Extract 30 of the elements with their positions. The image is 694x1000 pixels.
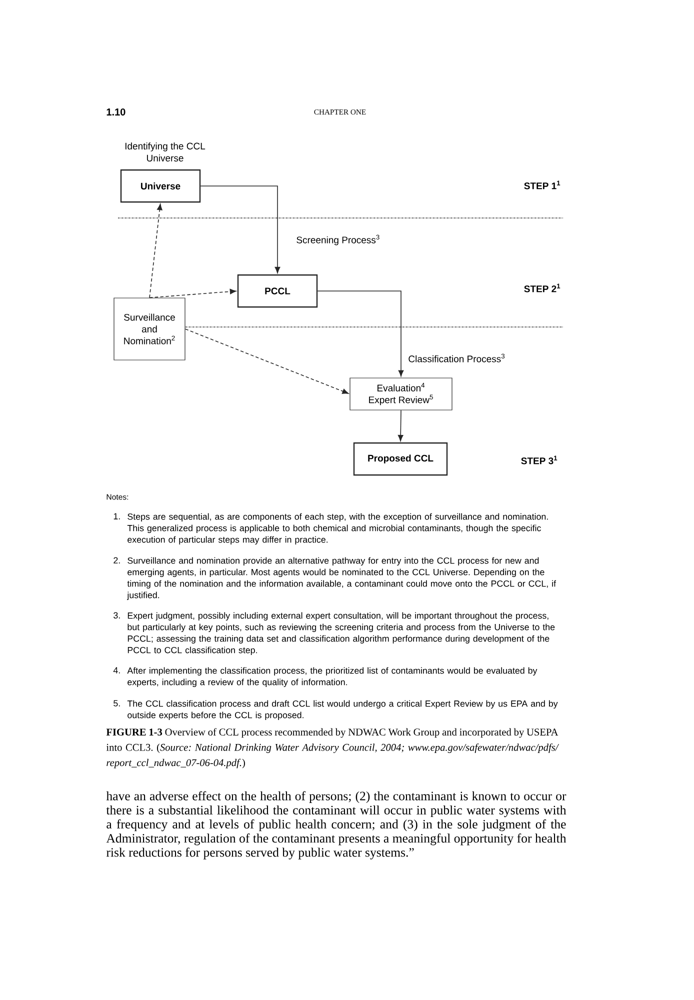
step-label: STEP 1$^{1}$	[524, 180, 560, 190]
figure-caption: FIGURE 1-3 Overview of CCL process recommended by NDWAC Work Group and incorporated by USEPA into CCL3. (Source: National Drinking Water Advisory Council, 2004; www.epa.gov/safewater/ndwac/pdfs/report_ccl_ndwac_07-06-04.pdf.)	[106, 728, 560, 768]
list-number: 1.	[114, 513, 120, 520]
dashed-arrow	[149, 288, 236, 298]
dashed-arrow	[184, 328, 349, 394]
process-box: Universe	[120, 169, 201, 203]
process-box: Surveillance and Nomination$^{2}$	[114, 298, 186, 360]
process-box: Proposed CCL	[353, 442, 448, 476]
note-text: Surveillance and nomination provide an alternative pathway for entry into the CCL process for new and emerging agents, in particular. Most agents would be nominated to the CCL Universe. Depending on the timing of the nomination and the information available, a contaminant could move onto the PCCL or CCL, if justified.	[126, 557, 556, 600]
list-number: 3.	[114, 612, 120, 619]
process-box: Evaluation$^{4}$ Expert Review$^{5}$	[350, 378, 452, 410]
list-number: 5.	[114, 700, 120, 706]
process-box: PCCL	[237, 274, 318, 308]
page-number: 1.10	[106, 108, 126, 116]
dashed-arrow	[149, 204, 162, 298]
edge-label: Screening Process$^{3}$	[295, 234, 382, 246]
step-label: STEP 3$^{1}$	[521, 456, 558, 464]
edge-label: Classification Process$^{3}$	[407, 352, 506, 364]
note-text: After implementing the classification process, the prioritized list of contaminants would be evaluated by experts, including a review of the quality of information.	[127, 667, 538, 687]
note-text: Steps are sequential, as are components of each step, with the exception of surveillance and nomination. This generalized process is applicable to both chemical and microbial contaminants, though the specific execution of particular steps may differ in practice.	[127, 513, 548, 544]
note-text: Expert judgment, possibly including external expert consultation, will be important throughout the process, but particularly at key points, such as reviewing the screening criteria and process from the Universe to the PCCL; assessing the training data set and classification algorithm performance during development of the PCCL to CCL classification step.	[128, 612, 555, 655]
step-label: STEP 2$^{1}$	[524, 284, 560, 292]
arrow	[200, 186, 280, 274]
note-text: The CCL classification process and draft CCL list would undergo a critical Expert Review by us EPA and by outside experts before the CCL is proposed.	[127, 700, 558, 720]
list-number: 2.	[114, 557, 120, 564]
arrow	[398, 410, 404, 442]
list-number: 4.	[113, 667, 120, 674]
heading-text: Identifying the CCL Universe	[125, 142, 206, 162]
body-text: have an adverse effect on the health of persons; (2) the contaminant is known to occur or there is a substantial likelihood the contaminant will occur in public water systems with a frequency and at levels of public health concern; and (3) in the sole judgment of the Administrator, regulation of the contaminant presents a meaningful opportunity for health risk reductions for persons served by public water systems.”	[106, 791, 566, 860]
arrow	[317, 290, 404, 377]
